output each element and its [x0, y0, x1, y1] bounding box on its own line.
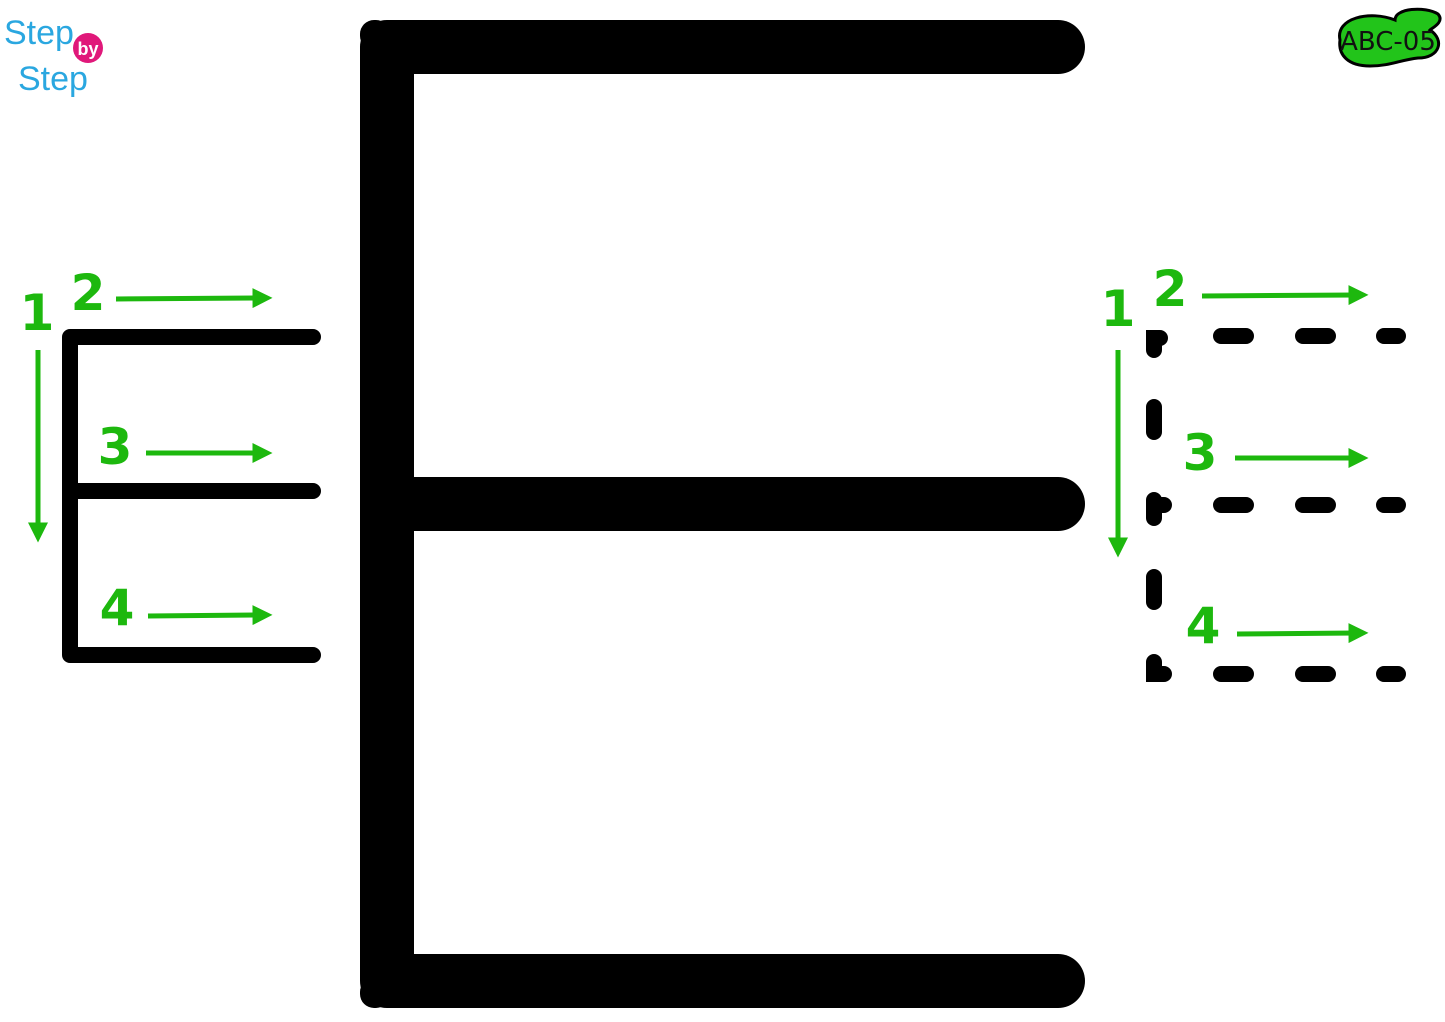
step-number: 1	[20, 284, 55, 342]
logo-by-circle	[73, 33, 103, 63]
left-stroke-guide	[28, 288, 273, 626]
step-number: 1	[1101, 280, 1136, 338]
arrow-right-icon	[147, 605, 273, 626]
small-letter-e-model	[62, 329, 321, 663]
arrow-right-icon	[1201, 285, 1369, 306]
abc-badge: ABC-05	[1338, 7, 1442, 68]
step-number: 3	[98, 418, 133, 476]
step-by-step-logo: Step by Step	[4, 14, 103, 98]
right-stroke-guide	[1108, 285, 1369, 644]
badge-label: ABC-05	[1340, 27, 1436, 57]
logo-by: by	[77, 39, 98, 59]
dashed-letter-e-trace	[1146, 328, 1406, 682]
arrow-right-icon	[115, 288, 273, 309]
step-number: 4	[1186, 597, 1221, 655]
step-number: 4	[100, 579, 135, 637]
arrow-right-icon	[1236, 623, 1369, 644]
logo-line2: Step	[18, 60, 88, 98]
step-number: 2	[1153, 260, 1188, 318]
step-number: 2	[71, 264, 106, 322]
big-letter-e	[360, 20, 1085, 1008]
step-number: 3	[1183, 424, 1218, 482]
logo-line1: Step	[4, 14, 74, 52]
